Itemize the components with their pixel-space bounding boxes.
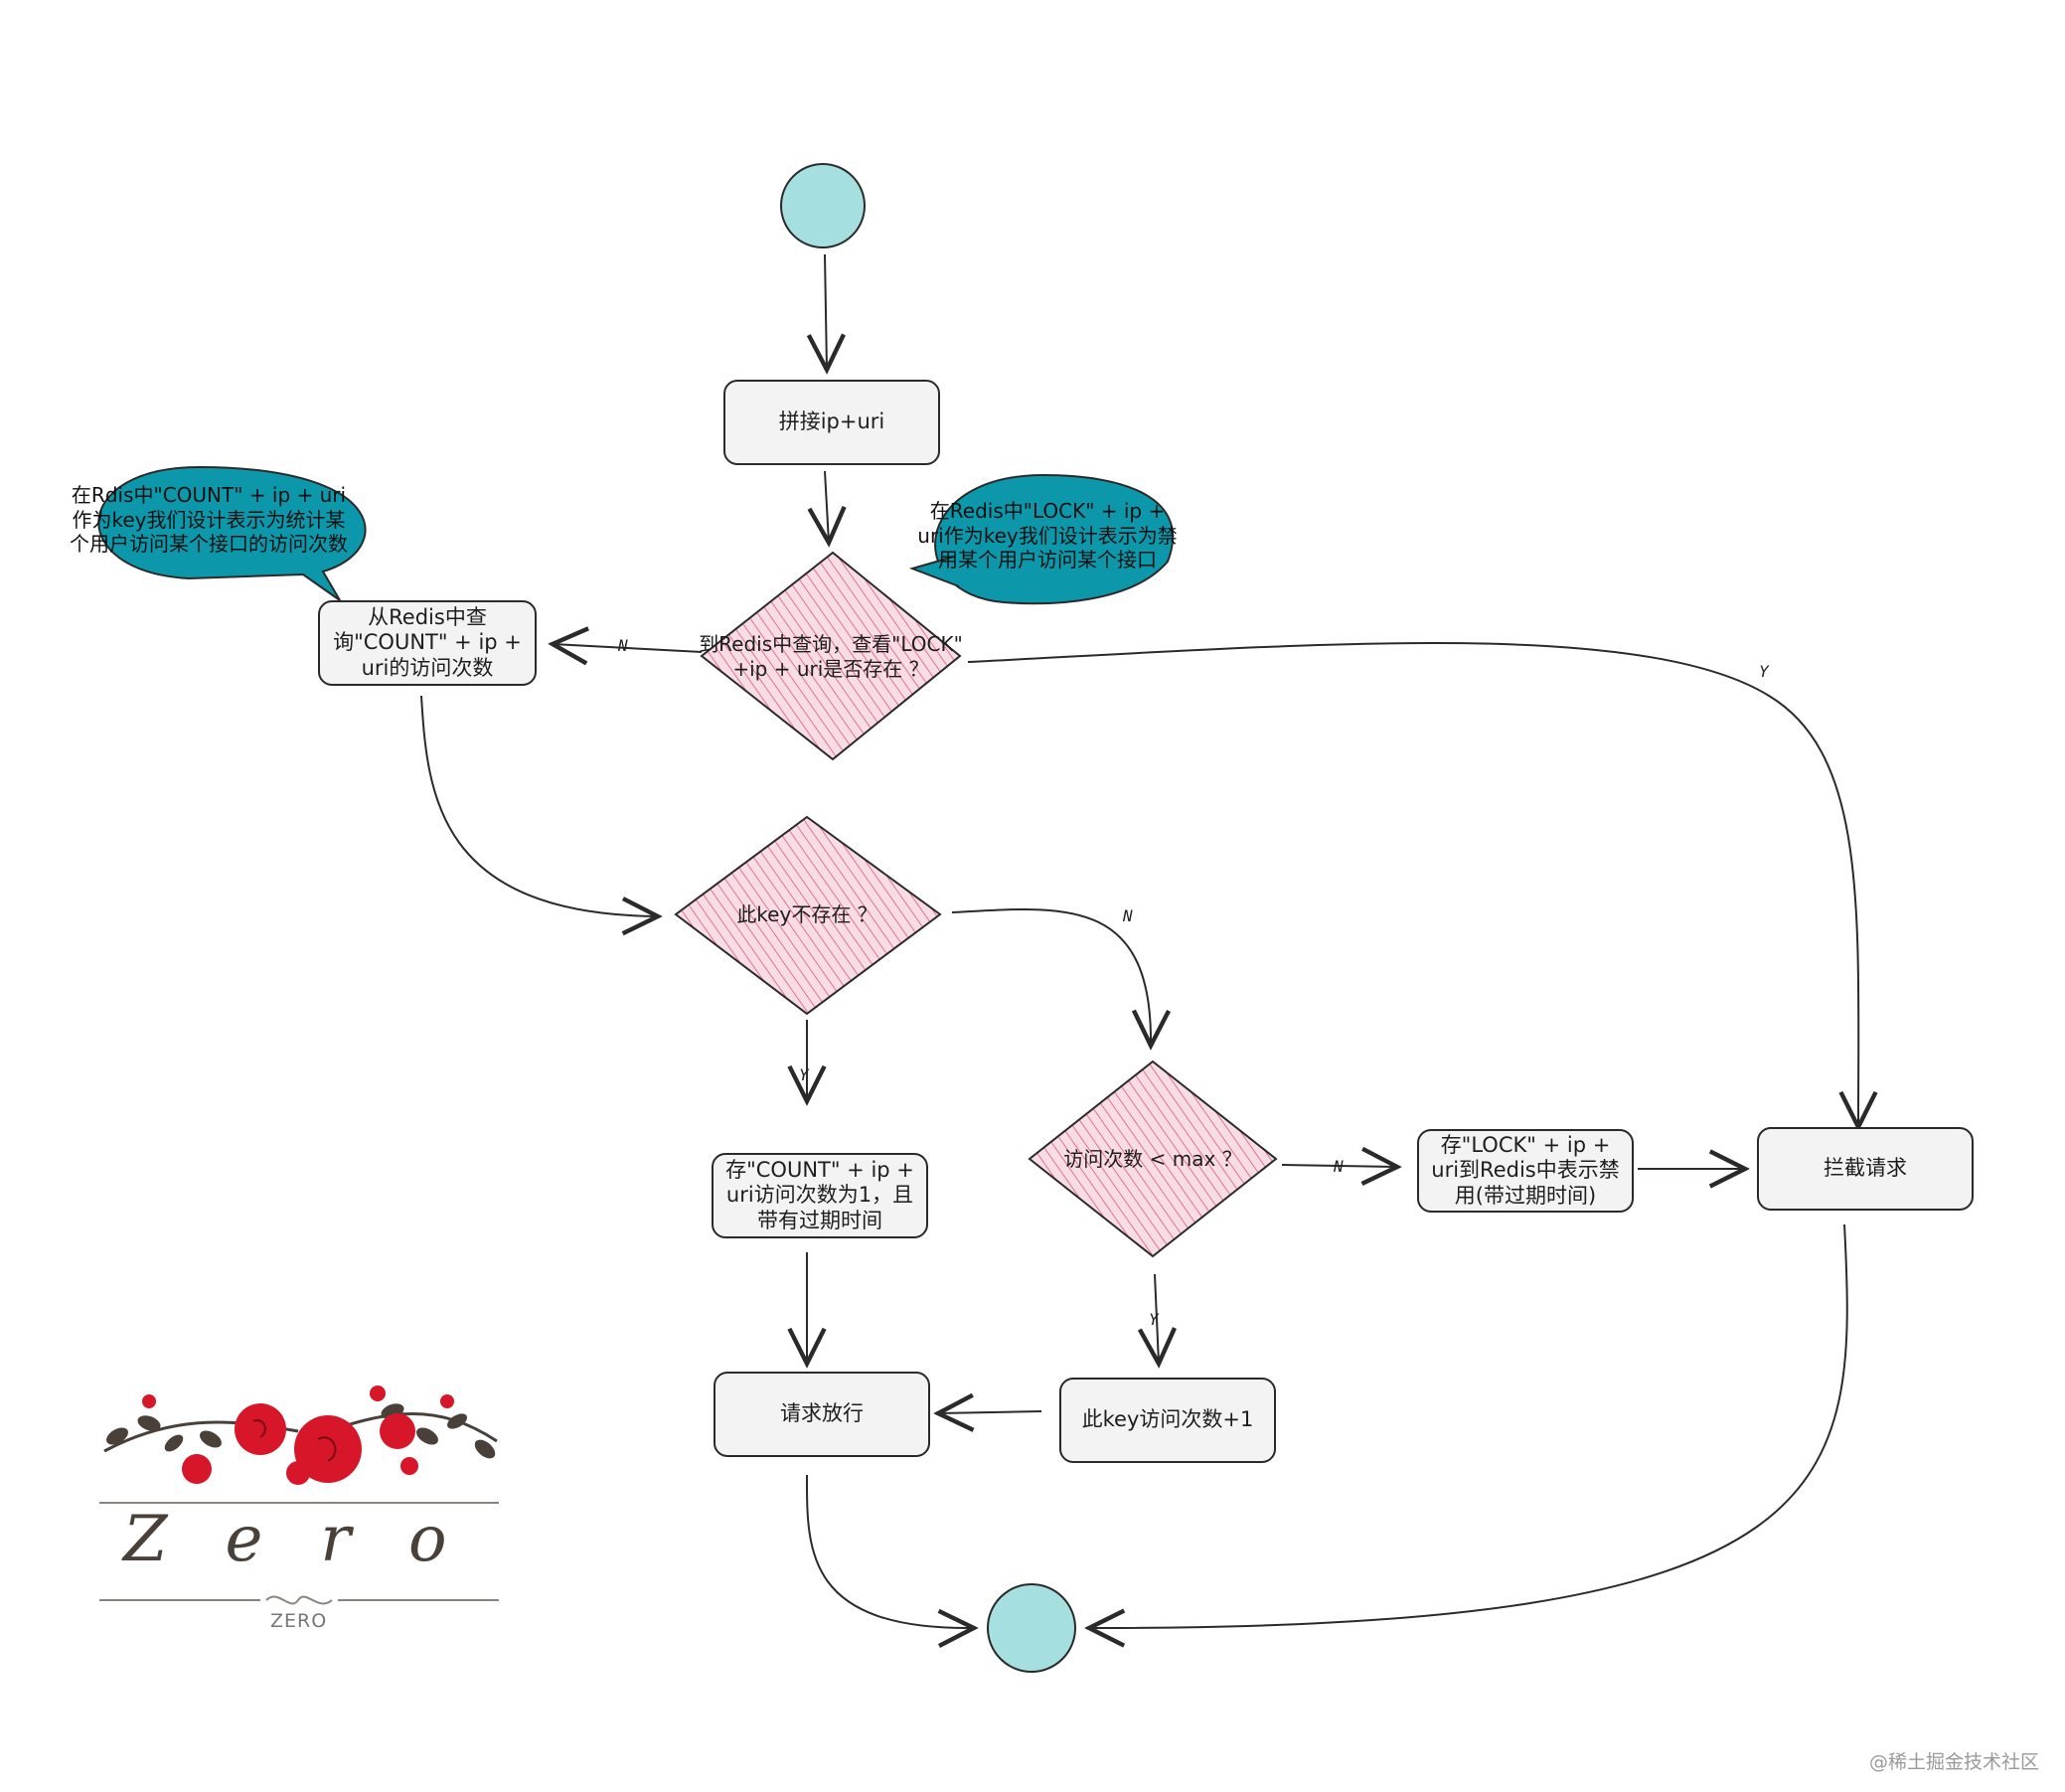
edge-start-splice (825, 253, 827, 370)
node-store-count: 存"COUNT" + ip + uri访问次数为1，且带有过期时间 (712, 1153, 928, 1238)
start-node (780, 163, 866, 248)
edge-release-end (805, 1474, 974, 1628)
note-lock-text: 在Redis中"LOCK" + ip + uri作为key我们设计表示为禁用某个… (917, 499, 1178, 572)
node-intercept: 拦截请求 (1757, 1127, 1974, 1211)
edge-label-key-yes: Y (799, 1065, 809, 1084)
end-node (987, 1583, 1076, 1673)
edge-lock-intercept (967, 641, 1858, 1127)
logo-roses (99, 1385, 499, 1605)
edge-label-lock-yes: Y (1759, 662, 1769, 681)
logo-sub: ZERO (270, 1610, 328, 1632)
edge-splice-lock (825, 470, 829, 543)
edge-key-max (951, 907, 1151, 1046)
note-count-text: 在Rdis中"COUNT" + ip + uri作为key我们设计表示为统计某个… (70, 483, 348, 557)
node-incr: 此key访问次数+1 (1059, 1378, 1276, 1463)
diamond-key-not-exist (674, 815, 942, 1016)
edge-label-max-yes: Y (1149, 1310, 1159, 1329)
node-query-count: 从Redis中查询"COUNT" + ip + uri的访问次数 (318, 600, 537, 686)
bubble-lock-note (934, 473, 1175, 605)
edge-max-lock (1281, 1165, 1397, 1167)
edge-max-incr (1155, 1273, 1159, 1364)
edge-label-max-no: N (1334, 1157, 1344, 1176)
edge-label-lock-no: N (618, 636, 628, 655)
bubble-lock-tail (908, 556, 960, 587)
diamond-lock-exists-label: 到Redis中查询，查看"LOCK" +ip + uri是否存在 ？ (699, 632, 963, 681)
watermark: @稀土掘金技术社区 (1868, 1751, 2039, 1773)
edge-query-key (420, 695, 658, 916)
edge-lock-query (553, 644, 703, 652)
logo-word: Zero (123, 1503, 505, 1576)
diamond-lock-exists (700, 551, 962, 761)
edge-intercept-end (1089, 1223, 1848, 1628)
edge-incr-release (938, 1411, 1042, 1413)
diamond-count-lt-max-label: 访问次数 < max ？ (1063, 1146, 1242, 1171)
edge-label-key-no: N (1123, 906, 1133, 925)
node-store-lock: 存"LOCK" + ip + uri到Redis中表示禁用(带过期时间) (1417, 1129, 1634, 1213)
node-release: 请求放行 (714, 1372, 930, 1457)
diamond-key-not-exist-label: 此key不存在 ？ (736, 901, 877, 926)
diamond-count-lt-max (1028, 1059, 1278, 1258)
bubble-count-note (97, 465, 367, 601)
node-splice: 拼接ip+uri (723, 380, 940, 465)
